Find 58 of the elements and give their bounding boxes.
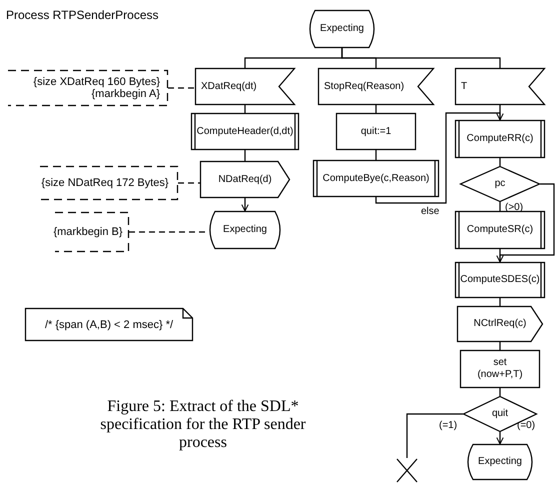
flow-line <box>241 198 249 212</box>
comment-text: {markbegin A} <box>92 88 160 100</box>
input-signal-symbol <box>455 68 545 105</box>
output-signal-symbol <box>457 306 543 342</box>
flow-line <box>499 249 501 262</box>
comment-text: /* {span (A,B) < 2 msec} */ <box>44 318 174 330</box>
flow-line <box>244 150 246 161</box>
flow-line <box>375 150 377 160</box>
input-signal-symbol <box>318 68 434 105</box>
flow-line <box>406 413 463 458</box>
output-signal-symbol <box>200 161 290 198</box>
node-label: ComputeSDES(c) <box>460 274 540 286</box>
node-label: quit:=1 <box>360 126 392 138</box>
node-label: Expecting <box>478 456 522 468</box>
decision-diamond <box>463 396 537 432</box>
procedure-call-box <box>455 211 545 249</box>
comment-text: {markbegin B} <box>53 226 123 238</box>
procedure-call-box <box>191 113 299 150</box>
node-label: Expecting <box>320 23 364 35</box>
flow-line <box>375 112 504 204</box>
node-label: ComputeHeader(d,dt) <box>196 126 294 138</box>
figure-caption: Figure 5: Extract of the SDL* specification for the RTP sender process <box>99 398 307 452</box>
comment-bracket <box>55 212 129 252</box>
stop-cross <box>396 458 418 483</box>
note-box <box>25 308 193 341</box>
flow-line <box>499 105 501 120</box>
node-label: set (now+P,T) <box>476 357 524 381</box>
node-label: NDatReq(d) <box>218 174 272 186</box>
flow-line <box>496 432 504 444</box>
node-label: pc <box>494 178 506 190</box>
input-signal-symbol <box>195 68 295 105</box>
node-label: quit <box>492 408 508 420</box>
task-box <box>460 350 540 388</box>
procedure-call-box <box>455 262 545 298</box>
comment-connector <box>178 182 200 184</box>
decision-diamond <box>460 166 540 202</box>
node-label: ComputeSR(c) <box>466 224 534 236</box>
edge-label: (=1) <box>438 420 458 431</box>
node-label: ComputeBye(c,Reason) <box>322 172 430 184</box>
flow-line <box>496 183 555 262</box>
task-box <box>336 113 416 150</box>
flow-line <box>341 48 501 68</box>
node-label: NCtrlReq(c) <box>474 318 526 330</box>
process-title: Process RTPSenderProcess <box>6 8 159 22</box>
branch-label: else <box>421 206 440 217</box>
node-label: XDatReq(dt) <box>201 80 257 92</box>
node-label: StopReq(Reason) <box>324 80 404 92</box>
comment-connector <box>168 87 195 89</box>
node-label: T <box>461 80 468 92</box>
comment-text: {size NDatReq 172 Bytes} <box>41 177 169 189</box>
comment-bracket <box>8 70 168 106</box>
comment-connector <box>129 231 205 233</box>
procedure-call-box <box>455 120 545 158</box>
procedure-call-box <box>313 160 439 197</box>
comment-bracket <box>40 166 178 200</box>
comment-text: {size XDatReq 160 Bytes} <box>33 76 160 88</box>
node-label: Expecting <box>223 224 267 236</box>
node-label: ComputeRR(c) <box>466 133 534 145</box>
